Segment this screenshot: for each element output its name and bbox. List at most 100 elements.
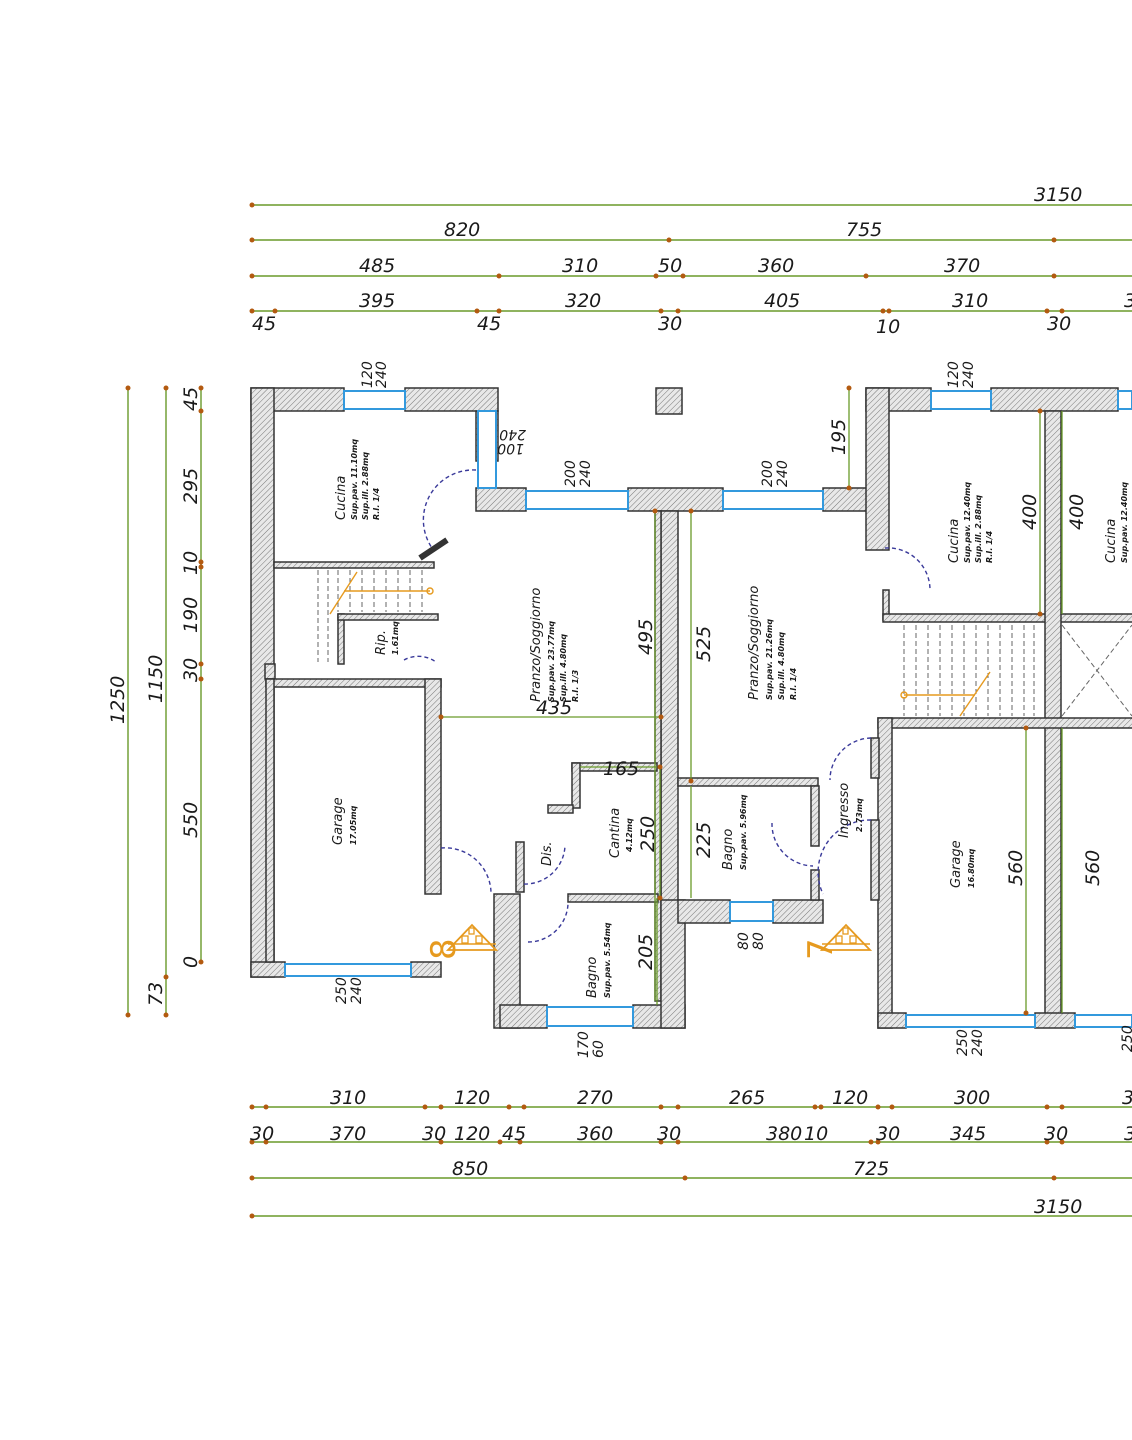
room-bagno-2-name: Bagno [721,829,736,870]
room-pranzo-1-l3: R.I. 1/3 [571,669,580,702]
room-cucina-1-name: Cucina [334,476,349,520]
win6-width: 250 [334,977,350,1004]
dim-495: 495 [635,619,657,655]
win8-width: 80 [736,932,752,950]
win5-height: 240 [961,361,977,388]
dim-bot-380: 380 [766,1123,802,1145]
unit-8-marker: 8 [424,923,499,960]
unit-7-number: 7 [801,938,841,960]
win8-height: 80 [751,932,767,950]
dim-left-45: 45 [180,387,202,411]
dim-bot-360: 360 [577,1123,613,1145]
dim-bot-30e: 30 [1044,1123,1068,1145]
win10-width: 250 [1120,1025,1132,1052]
dim-bot-265: 265 [729,1087,765,1109]
room-pranzo-1-l1: Sup.pav. 23.77mq [547,621,556,702]
room-rip-l1: 1.61mq [391,621,400,655]
win4-width: 200 [760,460,776,487]
room-cucina-1-l2: Sup.ill. 2.88mq [361,452,370,520]
stairs-left [317,570,434,662]
room-cucina-1: Cucina Sup.pav. 11.10mq Sup.ill. 2.88mq … [334,439,381,520]
dim-bot-120c: 120 [454,1123,490,1145]
dim-left-1250: 1250 [107,676,129,724]
dim-top-total: 3150 [1034,184,1082,206]
dim-400a: 400 [1019,494,1041,530]
dim-bot-30a: 30 [250,1123,274,1145]
dim-top-50: 50 [658,255,682,277]
dim-top-320: 320 [565,290,601,312]
room-dis-name: Dis. [540,841,555,866]
dim-left-10: 10 [180,551,202,575]
inner-dimensions: 195 495 525 435 165 250 225 205 400 400 … [438,385,1104,1016]
house-icon-unit-7 [819,923,873,951]
room-cucina-2-name: Cucina [947,519,962,563]
dim-top-310: 310 [562,255,598,277]
room-garage-1-name: Garage [331,797,346,845]
room-cucina-3: Cucina Sup.pav. 12.40mq [1104,482,1129,563]
dim-left-550: 550 [180,802,202,838]
unit-8-number: 8 [424,938,464,960]
win7-height: 60 [591,1040,607,1058]
win2-width: 100 [497,440,524,456]
dim-bot-3a: 3 [1122,1087,1132,1109]
dim-bot-45: 45 [502,1123,526,1145]
dim-bot-3b: 3 [1124,1123,1132,1145]
room-cucina-3-l1: Sup.pav. 12.40mq [1120,482,1129,563]
dim-250: 250 [637,816,659,852]
dim-225: 225 [693,822,715,858]
room-cantina-l1: 4.12mq [625,818,634,853]
room-bagno-2-l1: Sup.pav. 5.96mq [739,794,748,870]
room-cucina-3-name: Cucina [1104,519,1119,563]
room-ingresso-name: Ingresso [837,783,852,838]
dim-bot-30d: 30 [876,1123,900,1145]
room-cucina-2: Cucina Sup.pav. 12.40mq Sup.ill. 2.88mq … [947,482,994,563]
top-dimensions: 3150 820 755 485 310 50 360 370 395 320 … [249,184,1132,338]
room-ingresso-l1: 2.73mq [855,798,864,832]
room-bagno-1-name: Bagno [585,957,600,998]
room-pranzo-1-l2: Sup.ill. 4.80mq [559,634,568,702]
dim-top-820: 820 [444,219,480,241]
win3-width: 200 [563,460,579,487]
room-pranzo-2-l3: R.I. 1/4 [789,667,798,700]
dim-bot-270: 270 [577,1087,613,1109]
dim-bot-345: 345 [950,1123,986,1145]
dim-560b: 560 [1082,850,1104,886]
dim-195: 195 [828,419,850,455]
room-dis: Dis. [540,841,555,866]
room-ingresso: Ingresso 2.73mq [837,783,864,838]
win9-height: 240 [970,1029,986,1056]
room-cucina-1-l1: Sup.pav. 11.10mq [350,439,359,520]
dim-left-1150: 1150 [145,655,167,703]
win7-width: 170 [576,1031,592,1058]
door-swings [403,469,931,943]
dim-top-10: 10 [876,316,900,338]
dim-left-295: 295 [180,468,202,504]
room-rip: Rip. 1.61mq [374,621,400,655]
dim-bot-10: 10 [804,1123,828,1145]
dim-525: 525 [693,626,715,662]
room-labels: Cucina Sup.pav. 11.10mq Sup.ill. 2.88mq … [331,439,1129,998]
dim-top-395: 395 [359,290,395,312]
unit-7-marker: 7 [801,923,873,960]
win1-width: 120 [360,361,376,388]
dim-left-190: 190 [180,597,202,633]
room-garage-2-name: Garage [949,840,964,888]
dim-bot-310: 310 [330,1087,366,1109]
dim-top-485: 485 [359,255,395,277]
dim-bot-30b: 30 [422,1123,446,1145]
room-bagno-2: Bagno Sup.pav. 5.96mq [721,794,748,870]
room-cucina-1-l3: R.I. 1/4 [372,487,381,520]
win4-height: 240 [775,460,791,487]
room-cantina-name: Cantina [608,808,623,858]
dim-bot-850: 850 [452,1158,488,1180]
room-pranzo-2-l1: Sup.pav. 21.26mq [765,619,774,700]
dim-bot-3150: 3150 [1034,1196,1082,1218]
left-dimensions: 1250 1150 73 45 295 10 190 30 550 0 [107,385,204,1018]
dim-bot-120b: 120 [832,1087,868,1109]
dim-top-360: 360 [758,255,794,277]
dim-left-30: 30 [180,658,202,682]
win5-width: 120 [946,361,962,388]
house-icon-unit-8 [445,923,499,951]
win3-height: 240 [578,460,594,487]
room-pranzo-2-name: Pranzo/Soggiorno [747,586,762,700]
